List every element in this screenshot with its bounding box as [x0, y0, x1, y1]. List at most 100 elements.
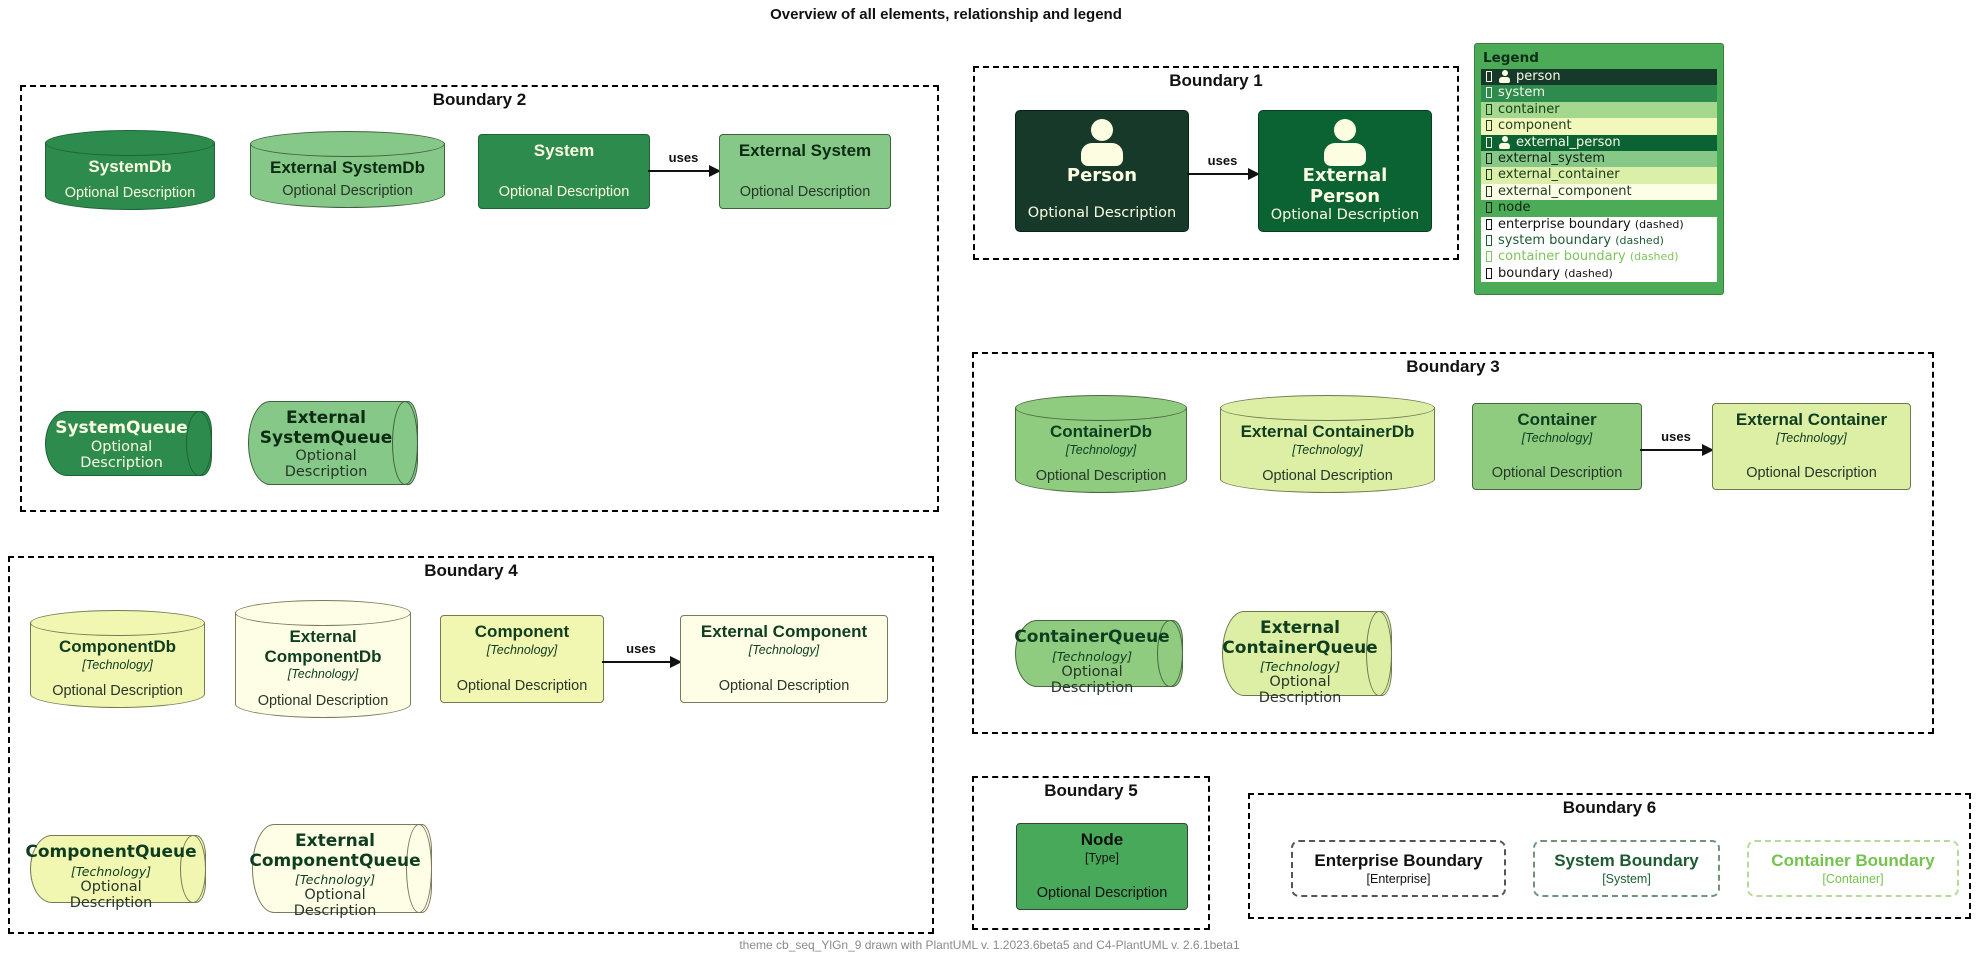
person-icon: [1498, 70, 1511, 83]
element-title: External ComponentQueue: [249, 831, 421, 871]
element-title: Container Boundary: [1771, 851, 1935, 870]
person-icon: [1067, 119, 1137, 166]
element-description: Optional Description: [1035, 468, 1167, 484]
element-title: External SystemDb: [270, 158, 425, 177]
element-description: Optional Description: [1491, 465, 1623, 481]
node-element: Node [Type] Optional Description: [1016, 823, 1188, 910]
element-description: Optional Description: [1258, 674, 1342, 707]
queue-body: [45, 411, 212, 476]
boundary-6-label: Boundary 6: [1562, 798, 1657, 817]
cylinder-top: [1015, 395, 1187, 421]
element-title: System Boundary: [1554, 851, 1699, 870]
box-icon: [1486, 185, 1492, 197]
legend-row-suffix: (dashed): [1634, 217, 1684, 231]
element-type: [Enterprise]: [1366, 872, 1431, 886]
box-icon: [1486, 218, 1492, 230]
legend-row-label: enterprise boundary: [1498, 216, 1631, 232]
footer-text: theme cb_seq_YlGn_9 drawn with PlantUML …: [739, 938, 1240, 952]
element-title: External ContainerQueue: [1222, 618, 1378, 658]
legend-row-label: person: [1516, 69, 1561, 84]
element-title: ContainerDb: [1050, 422, 1152, 441]
cylinder-top: [30, 610, 205, 636]
queue-body: [1222, 611, 1392, 696]
legend-title: Legend: [1483, 50, 1539, 66]
element-description: Optional Description: [257, 693, 389, 709]
boundary-5-label: Boundary 5: [1044, 781, 1138, 800]
element-title: System: [533, 141, 595, 160]
relationship-arrow: [1640, 444, 1714, 456]
relationship-uses: uses: [648, 150, 721, 177]
arrowhead-icon: [670, 656, 682, 668]
boundary-2: Boundary 2: [20, 85, 939, 512]
legend-row: component: [1481, 118, 1717, 135]
element-technology: [Technology]: [287, 667, 359, 682]
legend-row-suffix: (dashed): [1564, 266, 1613, 280]
element-title: SystemDb: [88, 157, 172, 176]
diagram-title: Overview of all elements, relationship a…: [770, 6, 1122, 23]
box-icon: [1486, 234, 1492, 246]
legend-row: container boundary (dashed): [1481, 249, 1717, 266]
legend-row-label: external_system: [1498, 150, 1605, 166]
external-containerqueue-element: External ContainerQueue [Technology] Opt…: [1222, 611, 1392, 706]
external-containerdb-element: External ContainerDb [Technology] Option…: [1220, 395, 1435, 493]
box-icon: [1486, 251, 1492, 263]
arrowhead-icon: [1702, 444, 1714, 456]
element-description: Optional Description: [739, 184, 871, 200]
element-technology: [Technology]: [1051, 648, 1133, 664]
relationship-label: uses: [1661, 429, 1691, 444]
queue-cap: [1157, 620, 1183, 687]
element-title: ComponentQueue: [25, 842, 197, 862]
element-description: Optional Description: [1262, 468, 1393, 484]
person-element: Person Optional Description: [1015, 110, 1189, 232]
legend-row: person: [1481, 69, 1717, 86]
external-systemdb-element: External SystemDb Optional Description: [250, 131, 445, 208]
element-description: Optional Description: [1050, 663, 1134, 696]
external-person-element: External Person Optional Description: [1258, 110, 1432, 232]
legend-row: external_component: [1481, 183, 1717, 201]
element-technology: [Technology]: [82, 657, 153, 672]
element-description: Optional Description: [293, 887, 377, 920]
containerdb-element: ContainerDb [Technology] Optional Descri…: [1015, 395, 1187, 493]
relationship-uses: uses: [602, 641, 682, 668]
box-icon: [1486, 71, 1492, 82]
legend-row-label: external_container: [1498, 167, 1620, 183]
cylinder-body: [235, 613, 411, 718]
system-boundary-element: System Boundary [System]: [1533, 840, 1720, 897]
cylinder-top: [250, 131, 445, 157]
element-title: External Container: [1735, 410, 1888, 429]
relationship-label: uses: [668, 150, 699, 165]
queue-body: [248, 401, 418, 485]
person-icon: [1498, 135, 1511, 149]
legend-row-label: system boundary: [1498, 232, 1612, 248]
containerqueue-element: ContainerQueue [Technology] Optional Des…: [1014, 620, 1183, 696]
cylinder-top: [1220, 395, 1435, 421]
legend-row-label: container: [1498, 101, 1560, 117]
element-type: [Type]: [1084, 850, 1120, 865]
legend-row: node: [1481, 200, 1717, 217]
legend-row: external_container: [1481, 167, 1717, 184]
cylinder-body: [1220, 408, 1435, 493]
relationship-label: uses: [1207, 153, 1238, 168]
element-title: Component: [474, 622, 570, 641]
element-type: [Container]: [1822, 872, 1884, 886]
legend-row: enterprise boundary (dashed): [1481, 216, 1717, 233]
system-element: System Optional Description: [478, 134, 650, 209]
queue-cap: [406, 824, 432, 913]
box-icon: [1486, 202, 1492, 214]
componentqueue-element: ComponentQueue [Technology] Optional Des…: [25, 835, 206, 911]
relationship-label: uses: [626, 641, 656, 656]
element-technology: [Technology]: [1065, 442, 1137, 457]
boundary-4-label: Boundary 4: [424, 561, 518, 580]
external-system-element: External System Optional Description: [719, 134, 891, 209]
element-technology: [Technology]: [1521, 430, 1593, 445]
element-description: Optional Description: [69, 878, 153, 911]
enterprise-boundary-element: Enterprise Boundary [Enterprise]: [1291, 840, 1506, 897]
element-description: Optional Description: [1746, 465, 1877, 481]
legend-row: container: [1481, 101, 1717, 119]
element-technology: [Technology]: [1776, 430, 1847, 445]
legend-row: system: [1481, 85, 1717, 102]
element-title: Person: [1066, 165, 1138, 186]
box-icon: [1486, 267, 1492, 279]
element-technology: [Technology]: [1259, 659, 1341, 675]
cylinder-top: [235, 600, 411, 626]
